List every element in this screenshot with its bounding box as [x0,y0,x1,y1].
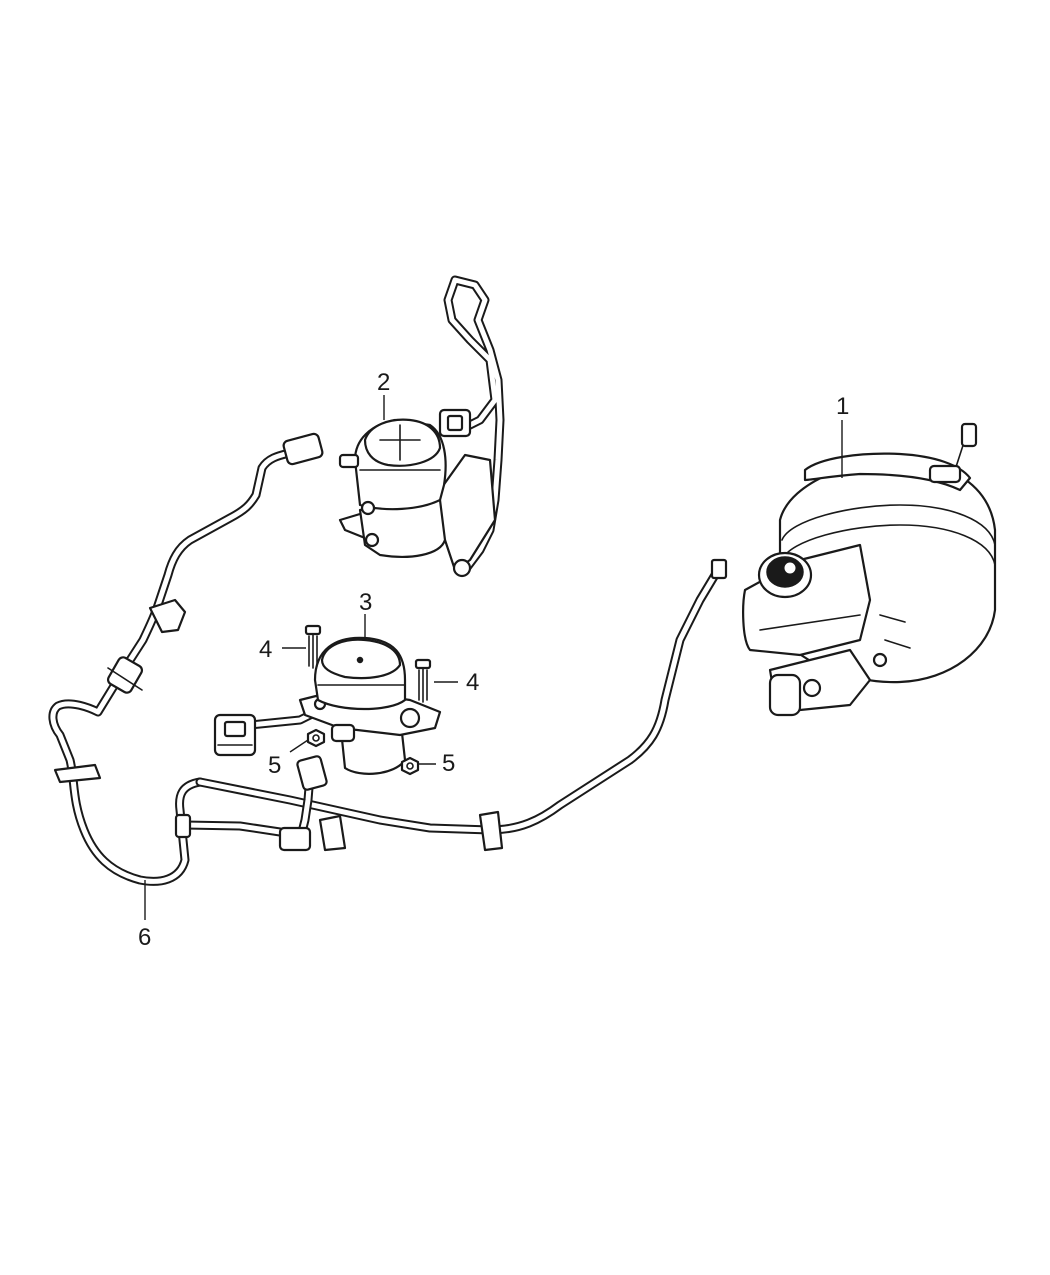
callout-4-right: 4 [466,669,479,696]
mounting-bolt-left [304,624,322,669]
callout-leaders [144,395,843,920]
vacuum-pump [213,636,442,775]
nut-right [400,756,420,776]
mounting-bolt-right [414,658,432,703]
callout-2: 2 [377,369,390,396]
callout-6: 6 [138,924,151,951]
callout-1: 1 [836,393,849,420]
callout-labels: 1 2 3 4 4 5 5 6 [138,369,849,951]
vacuum-hose-assembly [48,432,728,886]
callout-5-right: 5 [442,750,455,777]
callout-3: 3 [359,589,372,616]
vacuum-pump-assembly [338,275,505,578]
callout-4-left: 4 [259,636,272,663]
brake-booster-assembly [742,422,997,717]
callout-5-left: 5 [268,752,281,779]
nut-left [306,728,326,748]
